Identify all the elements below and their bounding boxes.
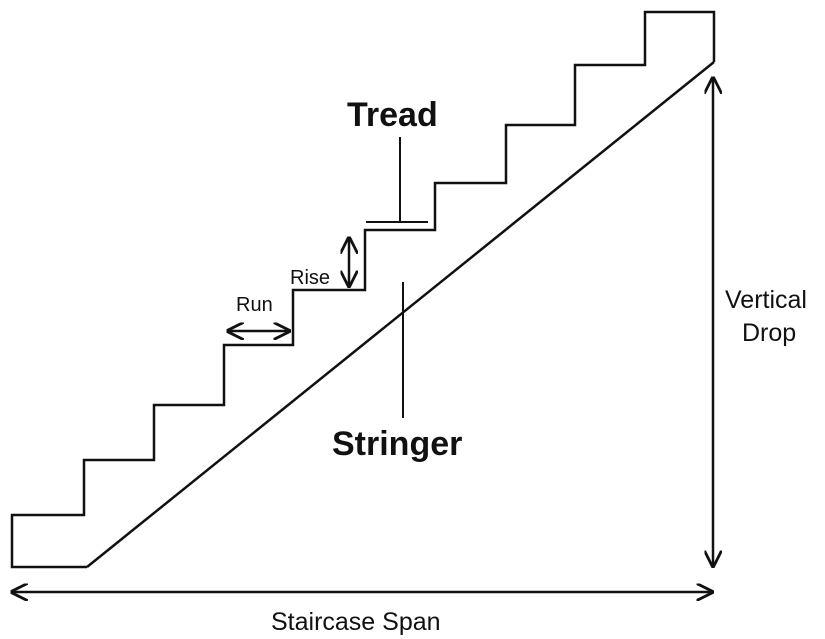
run-label: Run	[236, 294, 273, 316]
staircase-profile	[10, 10, 716, 569]
vertical-drop-label-line1: Vertical	[725, 286, 807, 314]
staircase-span-label: Staircase Span	[271, 608, 441, 636]
vertical-drop-label-line2: Drop	[742, 319, 796, 347]
tread-label: Tread	[347, 96, 438, 134]
rise-label: Rise	[290, 267, 330, 289]
stringer-line	[86, 61, 715, 568]
stringer-label: Stringer	[332, 425, 462, 463]
